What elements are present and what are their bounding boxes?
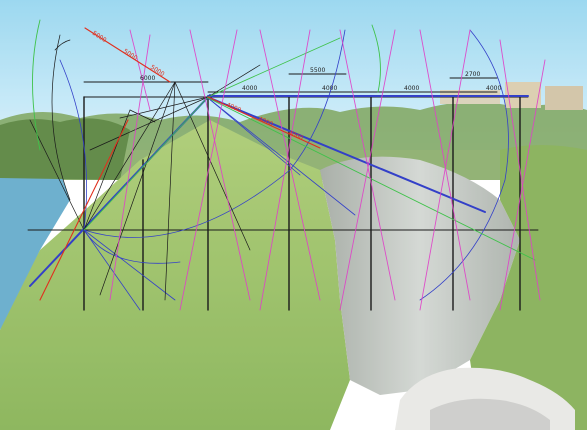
black-ray — [207, 64, 261, 98]
blue-arc — [83, 29, 346, 238]
black-arc — [51, 34, 71, 201]
magenta-line — [189, 29, 251, 301]
black-arc — [54, 39, 71, 51]
vegetation-right — [470, 145, 587, 430]
black-rays — [29, 34, 261, 301]
black-ray — [89, 96, 209, 151]
green-arc — [32, 19, 41, 151]
black-ray — [119, 96, 209, 119]
black-ray — [174, 81, 251, 251]
dim-upper-2: 2700 — [465, 71, 480, 78]
magenta-line — [339, 29, 396, 301]
green-lines — [32, 19, 536, 261]
trees-left — [0, 118, 130, 180]
magenta-line — [109, 34, 151, 301]
construction-lines — [27, 19, 546, 311]
water — [0, 172, 70, 330]
grass-slope — [0, 120, 350, 430]
magenta-line — [259, 29, 321, 301]
black-ray — [83, 81, 176, 231]
dim-top-5: 4000 — [486, 85, 501, 92]
dim-top-1: 6000 — [140, 75, 155, 82]
red-diagonal — [39, 119, 129, 301]
magenta-line — [419, 29, 471, 311]
blue-ray — [83, 229, 141, 311]
building — [545, 86, 583, 110]
magenta-lines — [109, 29, 546, 311]
dim-upper-1: 5500 — [310, 67, 325, 74]
dim-top-4: 4000 — [404, 85, 419, 92]
red-diagonal — [207, 96, 321, 149]
magenta-line — [259, 29, 311, 311]
black-ray — [129, 109, 156, 123]
blue-arc — [419, 29, 509, 301]
black-ray — [29, 119, 85, 231]
magenta-line — [179, 29, 238, 311]
red-diagonal — [84, 27, 171, 83]
black-ray — [164, 81, 176, 301]
red-lines — [39, 27, 321, 301]
green-line — [207, 97, 536, 261]
magenta-line — [499, 39, 541, 301]
magenta-line — [129, 29, 151, 111]
green-line — [83, 96, 209, 231]
cliff-face — [320, 156, 520, 395]
green-line — [207, 37, 341, 98]
blue-ray — [83, 229, 176, 301]
dim-top-3: 4000 — [322, 85, 337, 92]
magenta-line — [419, 29, 471, 301]
blue-ray — [207, 97, 356, 216]
green-arc — [371, 24, 381, 93]
magenta-line — [499, 59, 546, 311]
magenta-line — [339, 29, 396, 311]
blue-thin-lines — [59, 29, 509, 311]
blue-diagonal-down — [209, 97, 486, 213]
blue-ray — [207, 97, 301, 176]
vertical-posts — [83, 96, 521, 311]
foreground-rocks-shadow — [430, 398, 550, 430]
dim-top-2: 4000 — [242, 85, 257, 92]
blue-arc — [59, 59, 181, 264]
black-ray — [83, 109, 131, 231]
